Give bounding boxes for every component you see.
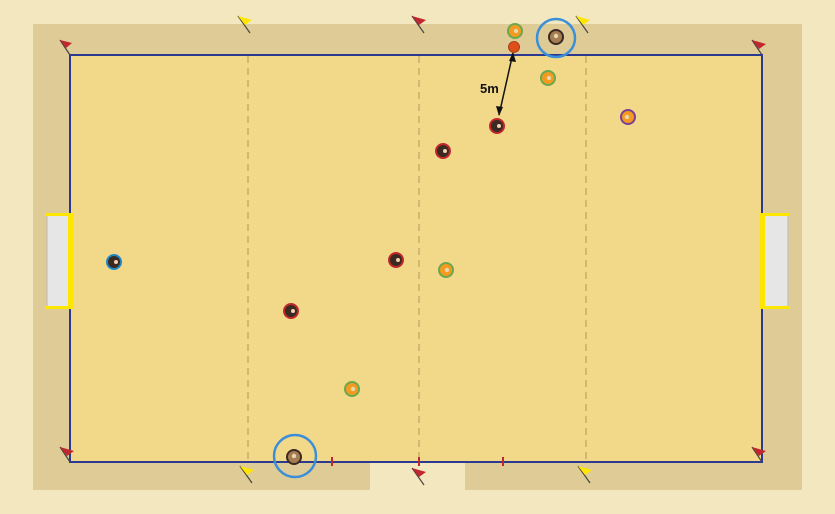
goal-post <box>68 213 73 309</box>
player-red-4 <box>283 303 299 319</box>
distance-label: 5m <box>480 81 499 96</box>
goal-post <box>45 213 73 216</box>
player-purple-goalkeeper <box>620 109 636 125</box>
player-highlighted-top <box>548 29 564 45</box>
goal-net <box>47 215 69 307</box>
player-red-3 <box>388 252 404 268</box>
goal-post <box>760 213 765 309</box>
player-orange-kicker <box>507 23 523 39</box>
player-red-1 <box>489 118 505 134</box>
goal-net <box>764 215 788 307</box>
player-highlighted-bottom <box>286 449 302 465</box>
player-red-2 <box>435 143 451 159</box>
goal-post <box>45 306 73 309</box>
player-orange-3 <box>344 381 360 397</box>
ball-icon <box>509 42 520 53</box>
player-orange-1 <box>540 70 556 86</box>
goal-right <box>760 213 790 309</box>
player-orange-2 <box>438 262 454 278</box>
goal-left <box>45 213 73 309</box>
goal-post <box>760 306 790 309</box>
goal-post <box>760 213 790 216</box>
player-blue-goalkeeper <box>106 254 122 270</box>
playing-field <box>70 55 762 462</box>
